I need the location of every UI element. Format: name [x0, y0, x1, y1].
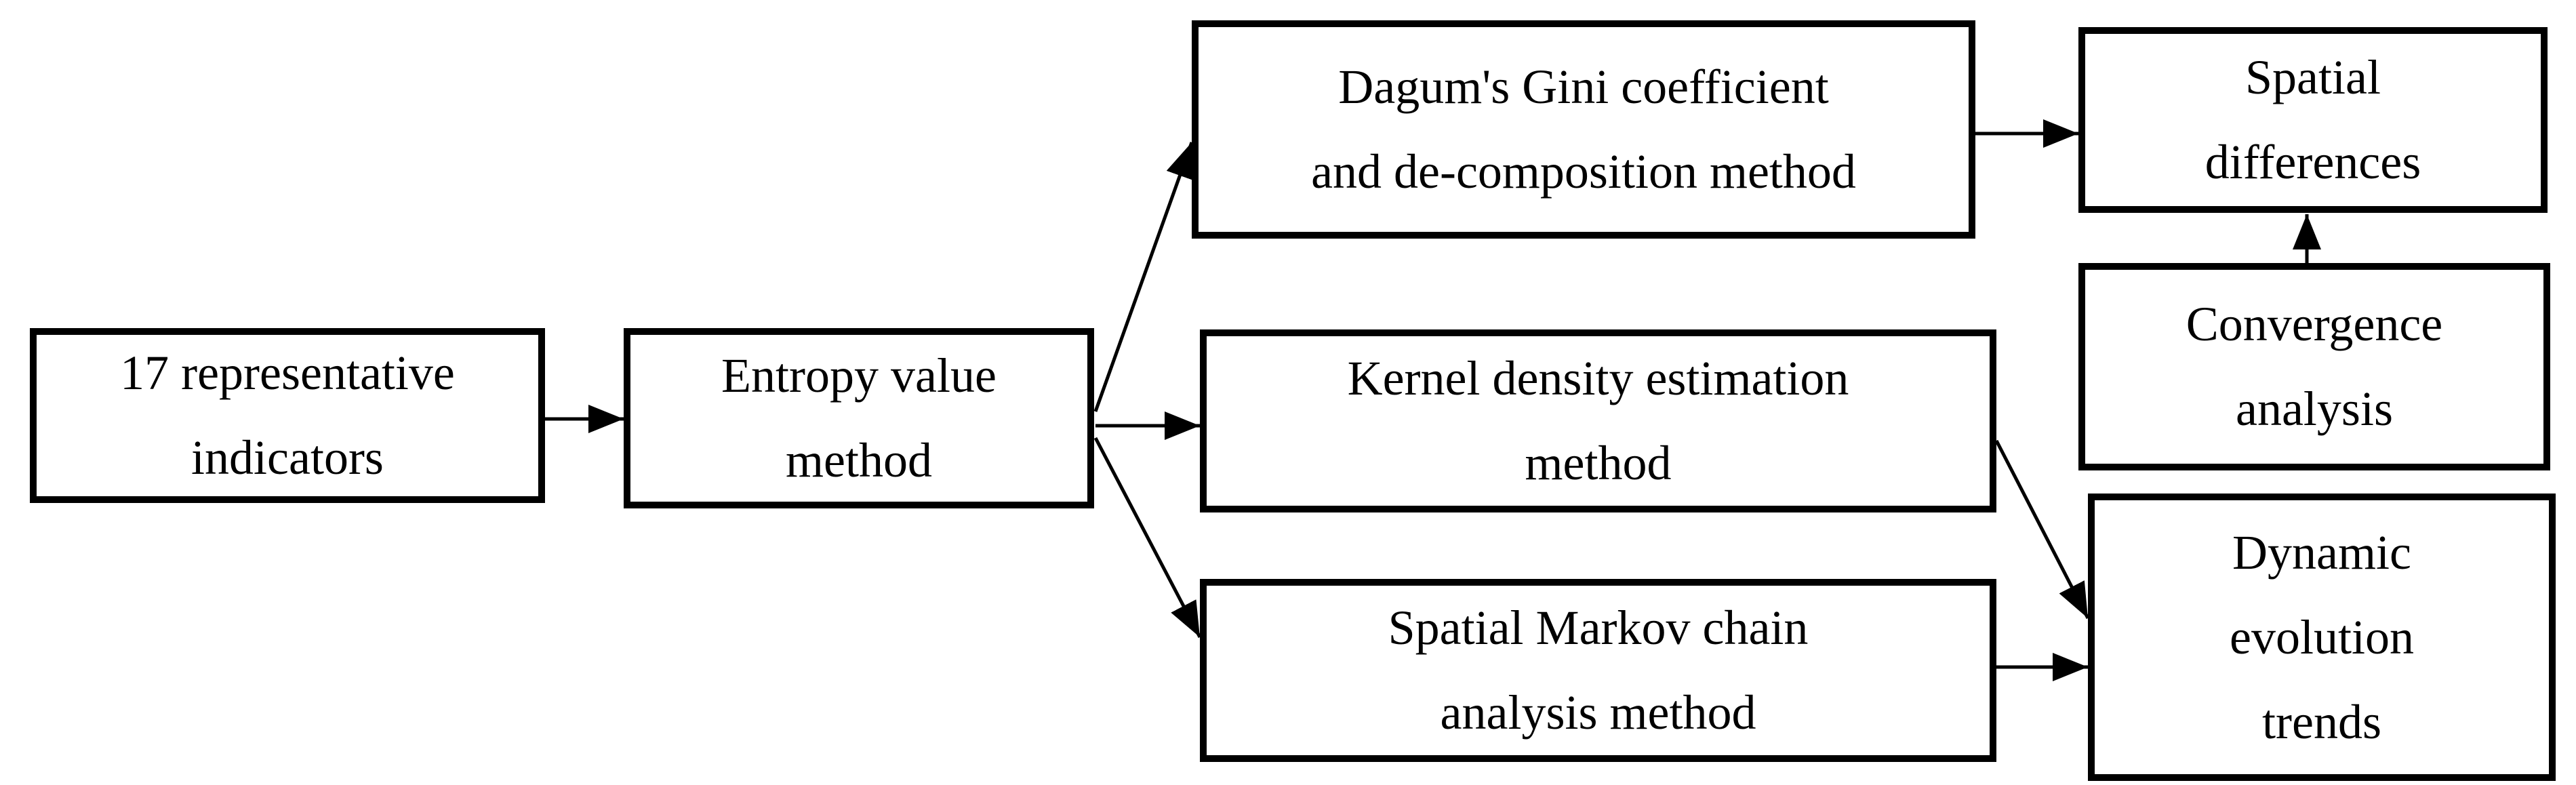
node-text-line: analysis method: [1440, 685, 1756, 740]
node-text-line: Dynamic: [2232, 525, 2411, 580]
node-dynamic-evolution-trends: Dynamic evolution trends: [2088, 494, 2556, 781]
arrow-entropy-to-markov: [1093, 437, 1202, 639]
node-spatial-differences: Spatial differences: [2078, 27, 2548, 213]
node-text-line: differences: [2205, 135, 2421, 189]
node-text-line: 17 representative: [120, 346, 455, 400]
node-text-line: Kernel density estimation: [1347, 351, 1849, 405]
node-text-line: Entropy value: [721, 348, 997, 403]
node-dagum-gini-decomposition: Dagum's Gini coefficient and de-composit…: [1192, 20, 1975, 239]
node-spatial-markov-chain: Spatial Markov chain analysis method: [1200, 579, 1996, 762]
node-text-line: Spatial Markov chain: [1388, 601, 1809, 655]
node-representative-indicators: 17 representative indicators: [30, 328, 545, 503]
node-text-line: Dagum's Gini coefficient: [1338, 60, 1829, 114]
node-entropy-value-method: Entropy value method: [624, 328, 1094, 508]
arrow-entropy-to-dagum: [1093, 142, 1194, 412]
node-text-line: and de-composition method: [1311, 144, 1856, 199]
node-text-line: method: [1525, 436, 1672, 490]
node-kernel-density-estimation: Kernel density estimation method: [1200, 329, 1996, 512]
node-text-line: Spatial: [2245, 50, 2381, 104]
node-text-line: method: [786, 433, 932, 487]
node-text-line: indicators: [191, 430, 384, 485]
node-text-line: evolution: [2230, 609, 2414, 664]
node-convergence-analysis: Convergence analysis: [2078, 263, 2550, 470]
node-text-line: analysis: [2236, 382, 2393, 436]
arrow-kernel-to-dynamic-evolution: [1994, 439, 2090, 620]
node-text-line: trends: [2262, 694, 2381, 749]
node-text-line: Convergence: [2186, 297, 2443, 351]
